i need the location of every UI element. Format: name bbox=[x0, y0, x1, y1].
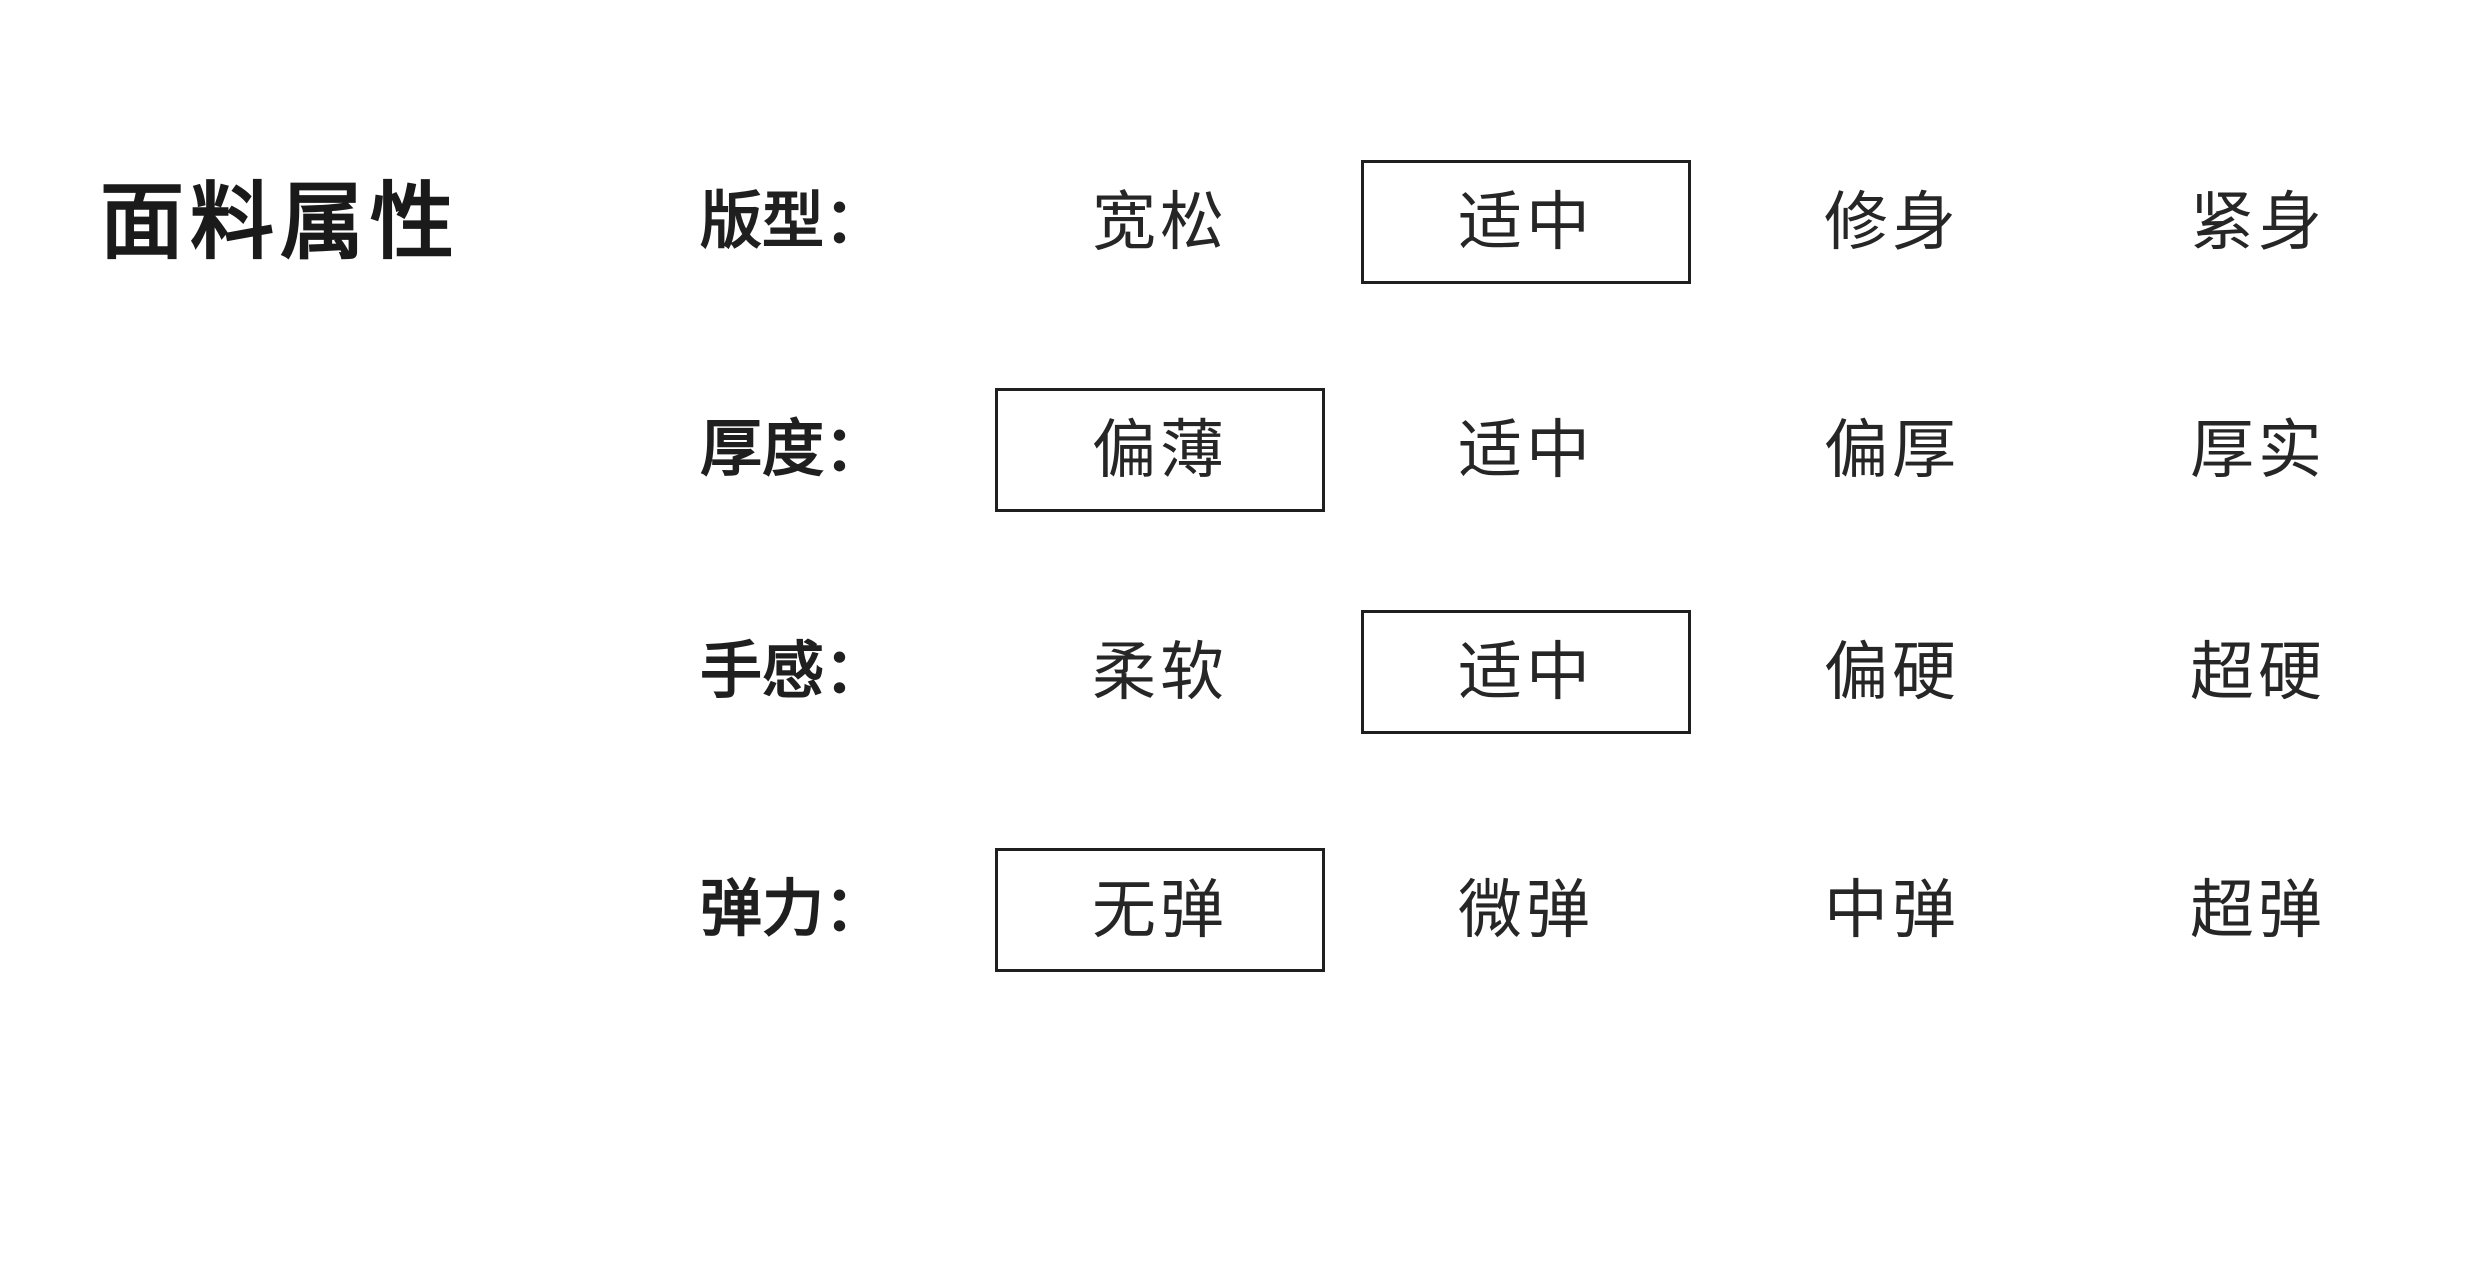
attribute-option[interactable]: 中弹 bbox=[1824, 874, 1960, 946]
attribute-option[interactable]: 适中 bbox=[1361, 160, 1691, 284]
attribute-row-thickness: 厚度： 偏薄 适中 偏厚 厚实 bbox=[0, 388, 2480, 512]
attribute-option[interactable]: 适中 bbox=[1458, 414, 1594, 486]
attribute-option[interactable]: 超弹 bbox=[2190, 874, 2326, 946]
attribute-option[interactable]: 宽松 bbox=[1092, 186, 1228, 258]
attribute-row-fit: 版型： 宽松 适中 修身 紧身 bbox=[0, 160, 2480, 284]
attribute-row-feel: 手感： 柔软 适中 偏硬 超硬 bbox=[0, 610, 2480, 734]
attribute-label-fit: 版型： bbox=[700, 187, 887, 256]
attribute-option[interactable]: 修身 bbox=[1824, 186, 1960, 258]
attribute-row-stretch: 弹力： 无弹 微弹 中弹 超弹 bbox=[0, 848, 2480, 972]
attribute-option[interactable]: 偏硬 bbox=[1824, 636, 1960, 708]
attribute-option[interactable]: 无弹 bbox=[995, 848, 1325, 972]
attribute-option[interactable]: 厚实 bbox=[2190, 414, 2326, 486]
attribute-label-stretch: 弹力： bbox=[700, 875, 887, 944]
attribute-label-thickness: 厚度： bbox=[700, 415, 887, 484]
attribute-option[interactable]: 紧身 bbox=[2190, 186, 2326, 258]
attribute-option[interactable]: 超硬 bbox=[2190, 636, 2326, 708]
attribute-option[interactable]: 偏厚 bbox=[1824, 414, 1960, 486]
attribute-option[interactable]: 偏薄 bbox=[995, 388, 1325, 512]
attribute-option[interactable]: 微弹 bbox=[1458, 874, 1594, 946]
panel-title: 面料属性 bbox=[100, 175, 461, 269]
attribute-option[interactable]: 柔软 bbox=[1092, 636, 1228, 708]
attribute-label-feel: 手感： bbox=[700, 637, 887, 706]
attribute-option[interactable]: 适中 bbox=[1361, 610, 1691, 734]
